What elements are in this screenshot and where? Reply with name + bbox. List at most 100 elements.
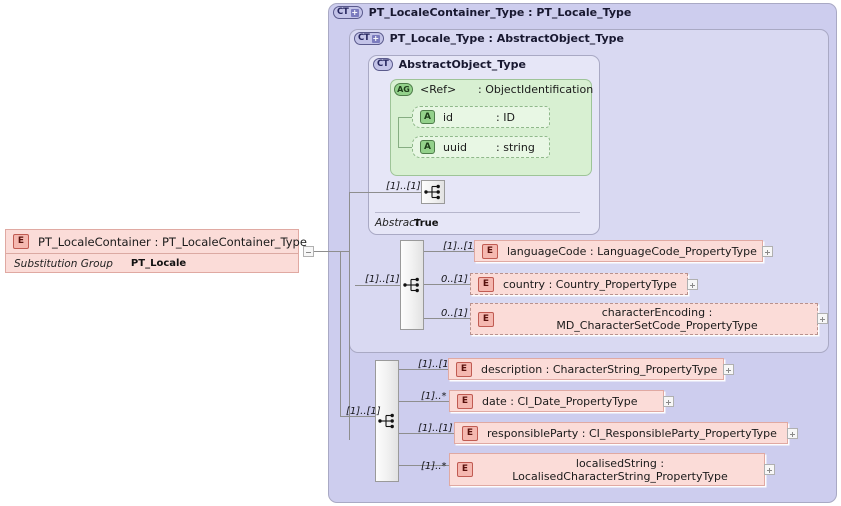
expander-date[interactable] bbox=[663, 396, 674, 407]
complextype-expand-icon-2[interactable]: CT+ bbox=[354, 32, 384, 45]
attribute-connector-uuid bbox=[398, 147, 412, 148]
expander-description[interactable] bbox=[723, 364, 734, 375]
root-element-collapse-toggle[interactable] bbox=[303, 246, 314, 257]
attribute-icon-uuid: A bbox=[420, 140, 435, 154]
root-element-header: E PT_LocaleContainer : PT_LocaleContaine… bbox=[6, 230, 307, 254]
element-label-responsibleParty: responsibleParty : CI_ResponsibleParty_P… bbox=[487, 426, 777, 440]
abstract-value: True bbox=[414, 218, 439, 229]
complextype-header-2[interactable]: CT+ PT_Locale_Type : AbstractObject_Type bbox=[354, 32, 624, 45]
attribute-group-label: <Ref>: ObjectIdentification bbox=[420, 83, 593, 96]
expander-languageCode[interactable] bbox=[762, 246, 773, 257]
root-element-box[interactable]: E PT_LocaleContainer : PT_LocaleContaine… bbox=[5, 229, 307, 273]
complextype-header-3[interactable]: CT AbstractObject_Type bbox=[373, 58, 526, 71]
attribute-label-id: id: ID bbox=[443, 111, 515, 124]
attribute-label-uuid: uuid: string bbox=[443, 141, 535, 154]
container-sequence-node[interactable] bbox=[375, 360, 399, 482]
element-box-date[interactable]: E date : CI_Date_PropertyType bbox=[449, 390, 664, 412]
attribute-type-id: ID bbox=[503, 110, 515, 124]
complextype-badge-3: CT bbox=[373, 58, 393, 71]
branch-abstract-sequence bbox=[349, 192, 376, 193]
attribute-connector-vertical bbox=[398, 117, 399, 147]
element-label-description: description : CharacterString_PropertyTy… bbox=[481, 362, 718, 376]
substitution-group-label: Substitution Group bbox=[14, 257, 113, 270]
cardinality-localisedString: [1]..* bbox=[421, 461, 447, 472]
complextype-title-3: AbstractObject_Type bbox=[398, 58, 526, 71]
element-label-characterEncoding: characterEncoding : MD_CharacterSetCode_… bbox=[556, 306, 758, 332]
cardinality-country: 0..[1] bbox=[441, 274, 468, 285]
secondary-spine-line bbox=[340, 251, 341, 416]
cardinality-description: [1]..[1] bbox=[418, 359, 453, 370]
element-label-languageCode: languageCode : LanguageCode_PropertyType bbox=[507, 244, 757, 258]
element-box-country[interactable]: E country : Country_PropertyType bbox=[470, 273, 688, 295]
locale-sequence-node[interactable] bbox=[400, 240, 424, 330]
attribute-icon-id: A bbox=[420, 110, 435, 124]
line-to-languageCode bbox=[424, 251, 474, 252]
attribute-name-uuid: uuid bbox=[443, 140, 467, 154]
spine-junction-line bbox=[340, 251, 349, 252]
sequence-icon bbox=[424, 184, 440, 200]
abstract-divider bbox=[375, 212, 580, 213]
attribute-sep-uuid: : bbox=[496, 140, 500, 154]
line-to-date bbox=[399, 401, 449, 402]
element-icon-characterEncoding: E bbox=[478, 311, 494, 327]
abstract-sequence-node[interactable] bbox=[421, 180, 445, 204]
element-icon-localisedString: E bbox=[457, 462, 473, 477]
container-sequence-in-line bbox=[340, 416, 375, 417]
element-label-date: date : CI_Date_PropertyType bbox=[482, 394, 638, 408]
attribute-group-header: AG <Ref>: ObjectIdentification bbox=[394, 83, 593, 96]
element-icon-description: E bbox=[456, 361, 472, 377]
cardinality-date: [1]..* bbox=[421, 391, 447, 402]
element-box-responsibleParty[interactable]: E responsibleParty : CI_ResponsibleParty… bbox=[454, 422, 788, 444]
root-element-substitution-row: Substitution Group PT_Locale bbox=[6, 254, 298, 273]
element-box-characterEncoding[interactable]: E characterEncoding : MD_CharacterSetCod… bbox=[470, 303, 818, 335]
line-to-description bbox=[399, 369, 448, 370]
locale-sequence-in-line bbox=[355, 285, 400, 286]
expander-country[interactable] bbox=[687, 279, 698, 290]
complextype-title-1: PT_LocaleContainer_Type : PT_Locale_Type bbox=[368, 6, 632, 19]
substitution-group-value: PT_Locale bbox=[130, 258, 187, 269]
line-to-characterEncoding bbox=[424, 318, 470, 319]
element-icon-country: E bbox=[478, 276, 494, 292]
sequence-icon bbox=[403, 277, 419, 293]
complextype-title-2: PT_Locale_Type : AbstractObject_Type bbox=[389, 32, 624, 45]
line-to-localisedString bbox=[399, 465, 449, 466]
abstract-sequence-cardinality: [1]..[1] bbox=[386, 181, 421, 192]
element-box-localisedString[interactable]: E localisedString : LocalisedCharacterSt… bbox=[449, 453, 765, 486]
abstract-label: Abstract bbox=[375, 217, 420, 229]
attribute-group-icon: AG bbox=[394, 83, 413, 96]
cardinality-characterEncoding: 0..[1] bbox=[441, 308, 468, 319]
sequence-icon bbox=[378, 413, 394, 429]
element-icon-responsibleParty: E bbox=[462, 425, 478, 441]
attribute-name-id: id bbox=[443, 110, 454, 124]
cardinality-languageCode: [1]..[1] bbox=[443, 241, 478, 252]
attribute-connector-id bbox=[398, 117, 412, 118]
element-label-country: country : Country_PropertyType bbox=[503, 277, 677, 291]
element-box-description[interactable]: E description : CharacterString_Property… bbox=[448, 358, 724, 380]
complextype-expand-icon-1[interactable]: CT+ bbox=[333, 6, 363, 19]
element-icon-root: E bbox=[13, 234, 29, 249]
expander-responsibleParty[interactable] bbox=[787, 428, 798, 439]
main-spine-line bbox=[349, 192, 350, 440]
container-sequence-cardinality: [1]..[1] bbox=[346, 406, 381, 417]
root-to-tree-line bbox=[314, 251, 350, 252]
line-to-country bbox=[424, 284, 470, 285]
locale-sequence-cardinality: [1]..[1] bbox=[365, 274, 400, 285]
cardinality-responsibleParty: [1]..[1] bbox=[418, 423, 453, 434]
element-box-languageCode[interactable]: E languageCode : LanguageCode_PropertyTy… bbox=[474, 240, 763, 262]
abstract-sequence-line bbox=[376, 192, 421, 193]
attribute-sep-id: : bbox=[496, 110, 500, 124]
attribute-row-id[interactable]: A id: ID bbox=[412, 106, 550, 128]
complextype-header-1[interactable]: CT+ PT_LocaleContainer_Type : PT_Locale_… bbox=[333, 6, 631, 19]
element-icon-languageCode: E bbox=[482, 243, 498, 259]
root-element-label: PT_LocaleContainer : PT_LocaleContainer_… bbox=[38, 234, 307, 249]
expander-characterEncoding[interactable] bbox=[817, 313, 828, 324]
element-icon-date: E bbox=[457, 393, 473, 409]
attribute-group-type-sep: : bbox=[478, 83, 482, 96]
line-to-responsibleParty bbox=[399, 433, 454, 434]
attribute-group-type: ObjectIdentification bbox=[485, 83, 594, 96]
attribute-group-ref: <Ref> bbox=[420, 83, 457, 96]
element-label-localisedString: localisedString : LocalisedCharacterStri… bbox=[512, 456, 728, 483]
attribute-row-uuid[interactable]: A uuid: string bbox=[412, 136, 550, 158]
expander-localisedString[interactable] bbox=[764, 464, 775, 475]
